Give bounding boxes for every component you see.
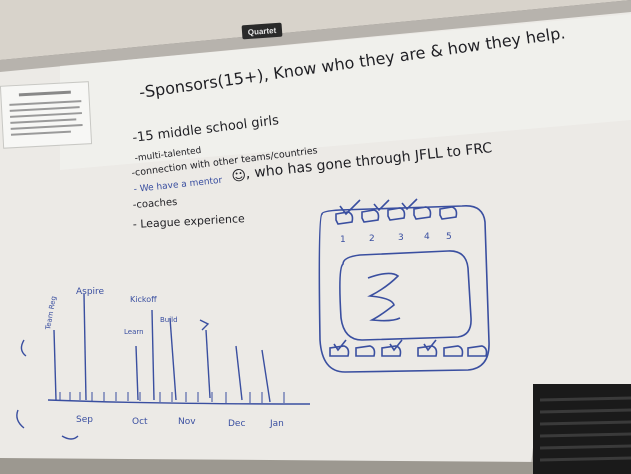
screen-diagram <box>318 198 490 373</box>
diagram-number-4: 4 <box>424 232 430 242</box>
diagram-number-5: 5 <box>446 232 452 242</box>
timeline-labels: Sep Oct Nov Dec Jan <box>76 415 284 429</box>
glare <box>60 14 631 170</box>
diagram-number-2: 2 <box>369 234 375 244</box>
taped-paper <box>0 81 93 149</box>
timeline-label-jan: Jan <box>269 419 284 429</box>
timeline-note-aspire: Aspire <box>76 287 105 297</box>
brand-label: Quartet <box>248 26 277 37</box>
mentor-smile-icon: ☺ <box>231 168 247 185</box>
bullet-7: - League experience <box>132 212 245 231</box>
timeline-note-learn: Learn <box>124 328 144 336</box>
timeline-label-nov: Nov <box>178 417 196 427</box>
timeline <box>16 293 311 440</box>
timeline-note-kickoff: Kickoff <box>130 295 157 304</box>
timeline-label-sep: Sep <box>76 415 93 425</box>
timeline-label-oct: Oct <box>132 417 148 427</box>
marker-tray <box>0 458 540 474</box>
diagram-number-3: 3 <box>398 233 404 243</box>
diagram-numbers: 1 2 3 4 5 <box>340 232 452 245</box>
diagram-number-1: 1 <box>340 235 346 245</box>
brand-badge: Quartet <box>241 22 283 40</box>
bullet-6: -coaches <box>132 197 177 211</box>
timeline-note-build: Build <box>160 316 178 324</box>
wall-vent <box>533 384 631 474</box>
timeline-label-dec: Dec <box>228 419 245 429</box>
